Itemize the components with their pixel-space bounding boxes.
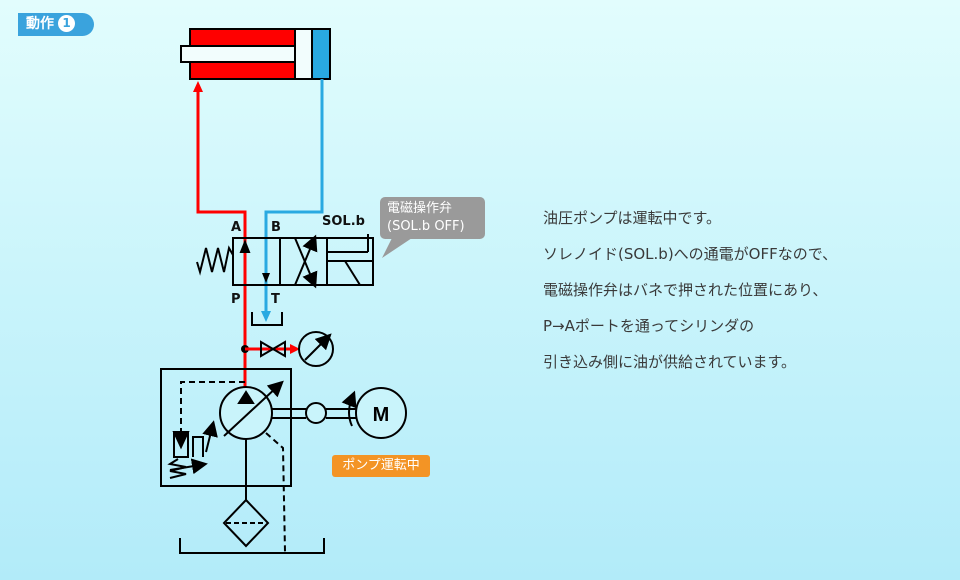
motor-icon (355, 387, 407, 439)
description-line: 油圧ポンプは運転中です。 (543, 209, 722, 227)
pressure-gauge (241, 331, 334, 367)
description-line: 電磁操作弁はバネで押された位置にあり、 (543, 281, 828, 299)
port-b-label: B (271, 220, 281, 235)
port-p-label: P (231, 292, 241, 307)
motor-label: M (373, 404, 390, 426)
cylinder (180, 28, 331, 80)
description-line: P→Aポートを通ってシリンダの (543, 317, 755, 335)
port-t-label: T (271, 292, 280, 307)
solenoid-label: SOL.b (322, 214, 365, 229)
return-line (261, 79, 324, 322)
valve-callout: 電磁操作弁 (SOL.b OFF) (380, 197, 485, 239)
description-line: ソレノイド(SOL.b)への通電がOFFなので、 (543, 245, 838, 263)
directional-valve (196, 234, 374, 326)
pump-unit (160, 368, 407, 554)
pressure-line (193, 81, 247, 395)
step-number: 1 (58, 15, 75, 32)
callout-status: (SOL.b OFF) (387, 219, 465, 234)
port-a-label: A (231, 220, 242, 235)
callout-title: 電磁操作弁 (387, 201, 453, 216)
description: 油圧ポンプは運転中です。 ソレノイド(SOL.b)への通電がOFFなので、 電磁… (543, 206, 837, 386)
description-line: 引き込み側に油が供給されています。 (543, 353, 797, 371)
spring-icon (196, 245, 234, 276)
pump-status-label: ポンプ運転中 (332, 455, 430, 477)
filter-icon (222, 498, 270, 548)
tank (179, 538, 325, 554)
badge-label: 動作 (26, 16, 54, 32)
